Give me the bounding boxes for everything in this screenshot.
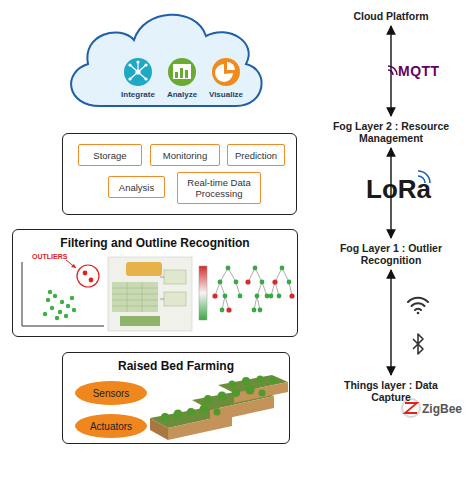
node-text: Things layer : Data Capture — [341, 379, 441, 403]
mqtt-logo-mark — [388, 66, 397, 75]
bluetooth-symbol — [413, 334, 423, 354]
layer-label: Fog Layer 1 : Outlier Recognition — [330, 242, 452, 266]
layer-label: Fog Layer 2 : Resource Management — [330, 120, 452, 144]
box-title: Raised Bed Farming — [63, 359, 289, 373]
node-text: Sensors — [93, 388, 130, 399]
node-text: Fog Layer 1 : Outlier Recognition — [330, 242, 452, 266]
icon-label: Analyze — [160, 90, 204, 99]
service-box: Prediction — [227, 144, 285, 166]
node-text: Cloud Platform — [330, 10, 452, 22]
layer-connector — [390, 270, 391, 375]
things-layer-box: Raised Bed FarmingSensorsActuators — [62, 352, 290, 444]
box-title: Filtering and Outline Recognition — [13, 236, 297, 250]
wifi-symbol — [408, 298, 428, 315]
node-text: Storage — [93, 150, 126, 161]
service-box: Analysis — [108, 176, 165, 198]
plot-annotation: OUTLIERS — [32, 253, 67, 260]
protocol-logo: MQTT — [398, 63, 440, 79]
node-text: Fog Layer 2 : Resource Management — [330, 120, 452, 144]
layer-label: Cloud Platform — [330, 10, 452, 22]
fog-layer-1-box: Filtering and Outline Recognition — [12, 229, 298, 337]
icon-label: Visualize — [204, 90, 248, 99]
icon-label: Integrate — [116, 90, 160, 99]
node-text: Analysis — [119, 182, 154, 193]
node-text: Monitoring — [163, 150, 207, 161]
raised-bed-illustration — [150, 375, 288, 440]
layer-label: Things layer : Data Capture — [341, 379, 441, 403]
node-text: Actuators — [90, 421, 132, 432]
node-text: Real-time Data Processing — [180, 177, 258, 199]
protocol-logo: ZigBee — [422, 402, 462, 416]
device-oval: Sensors — [75, 381, 147, 405]
service-box: Real-time Data Processing — [177, 172, 261, 204]
fog-layer-2-box: Storage Monitoring PredictionAnalysis Real-… — [62, 133, 297, 215]
node-text: Prediction — [235, 150, 277, 161]
service-box: Monitoring — [150, 144, 220, 166]
protocol-logo: LoRa — [366, 174, 431, 205]
device-oval: Actuators — [75, 414, 147, 438]
layer-connector — [390, 26, 391, 116]
cloud-platform-shape: IntegrateAnalyzeVisualize — [58, 2, 270, 114]
isolation-forest — [199, 266, 295, 320]
data-table-image — [108, 257, 192, 331]
scatter-plot — [22, 260, 104, 326]
service-box: Storage — [78, 144, 142, 166]
